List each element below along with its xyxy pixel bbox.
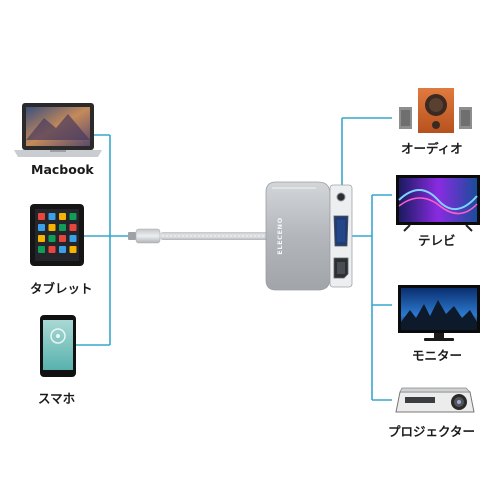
tablet-app-tile — [59, 246, 66, 253]
output-label-monitor: モニター — [412, 348, 463, 363]
tablet-app-tile — [38, 235, 45, 242]
source-label-smartphone: スマホ — [38, 391, 76, 406]
usb-c-adapter-icon — [128, 181, 353, 291]
tablet-app-tile — [38, 213, 45, 220]
smartphone-icon — [40, 315, 76, 377]
tablet-app-tile — [48, 213, 56, 220]
tablet-app-tile — [59, 213, 66, 220]
tablet-app-tile — [48, 224, 56, 231]
adapter-brand-label: ELECENO — [276, 217, 284, 255]
speakers-icon — [399, 88, 472, 133]
tablet-app-tile — [38, 224, 45, 231]
output-label-projector: プロジェクター — [388, 424, 476, 439]
tablet-app-tile — [48, 235, 56, 242]
source-label-macbook: Macbook — [31, 162, 94, 177]
output-label-tv: テレビ — [418, 233, 456, 248]
tablet-app-tile — [69, 224, 77, 231]
laptop-icon — [14, 103, 102, 157]
tablet-app-tile — [69, 246, 77, 253]
tablet-app-grid — [38, 213, 77, 253]
projector-icon — [395, 387, 475, 413]
monitor-icon — [398, 285, 480, 341]
tablet-app-tile — [69, 213, 77, 220]
output-label-audio: オーディオ — [401, 141, 463, 156]
tablet-app-tile — [59, 235, 66, 242]
tablet-app-tile — [48, 246, 56, 253]
tablet-app-tile — [59, 224, 66, 231]
right-connector-lines — [341, 117, 392, 401]
tv-icon — [396, 175, 480, 232]
tablet-app-tile — [69, 235, 77, 242]
source-label-tablet: タブレット — [30, 281, 93, 296]
tablet-app-tile — [38, 246, 45, 253]
